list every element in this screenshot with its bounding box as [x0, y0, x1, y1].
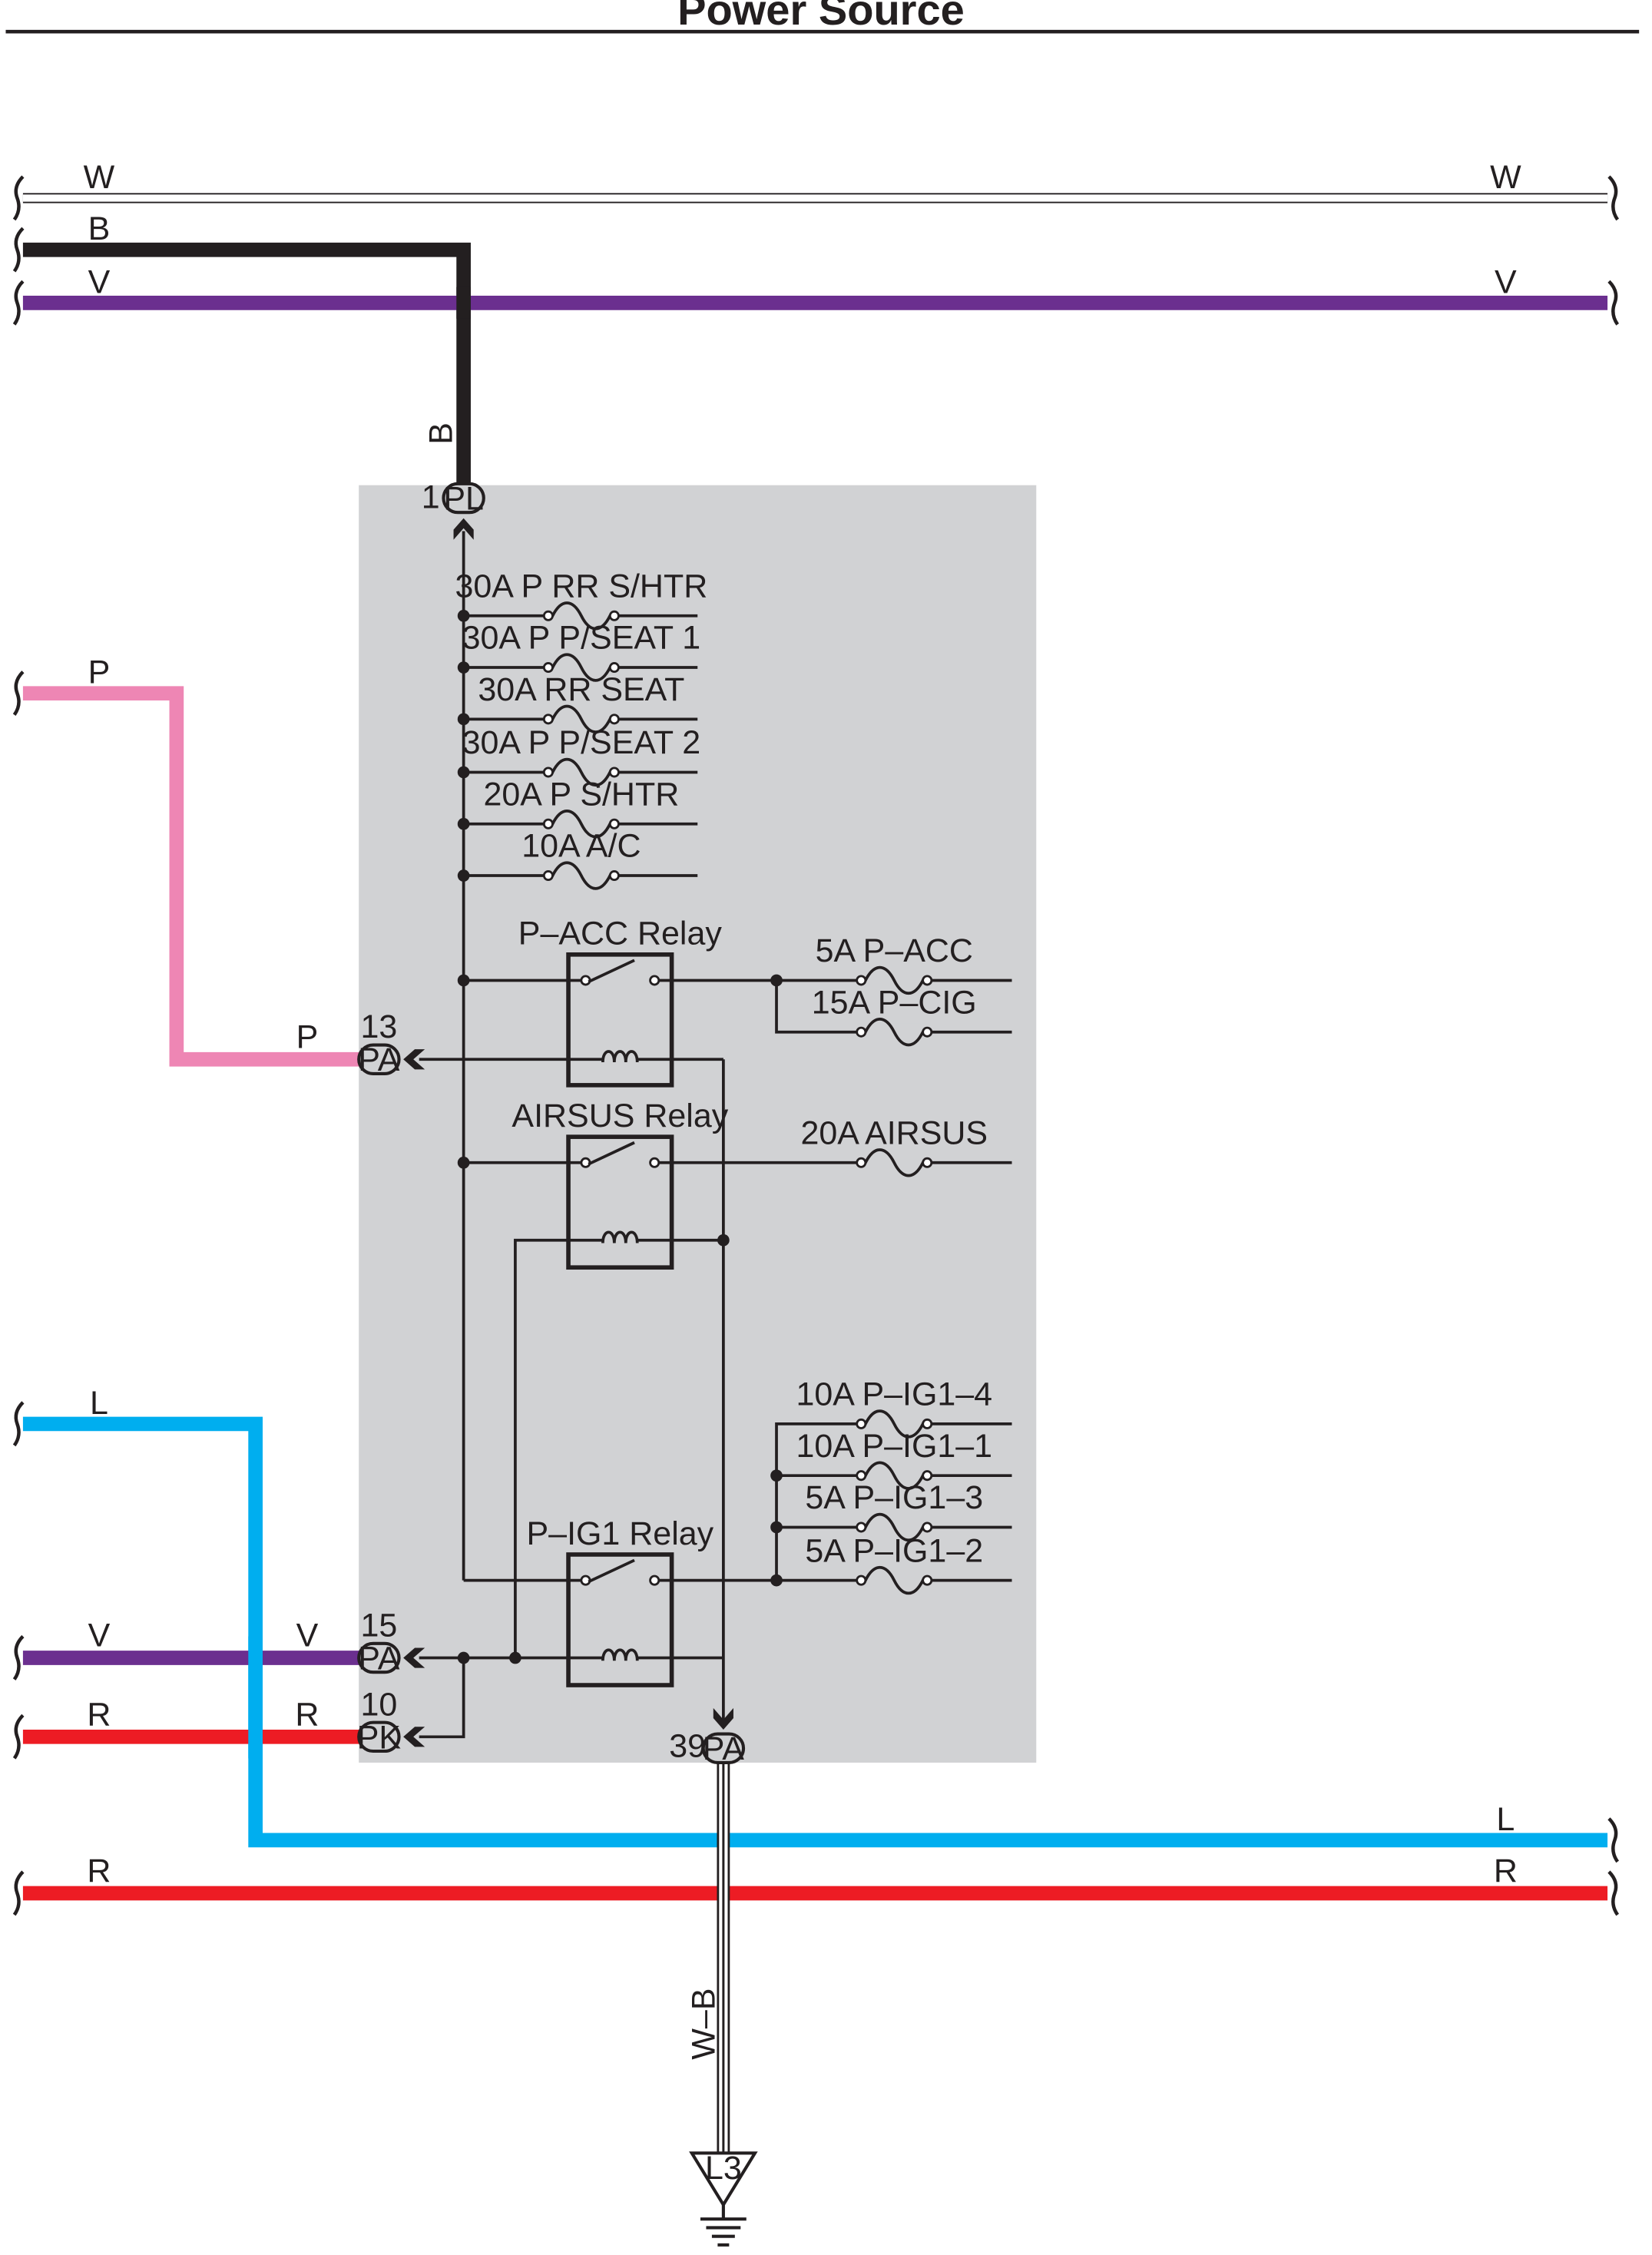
fuse-label: 15A P–CIG: [812, 984, 977, 1021]
fuse-icon: [856, 1512, 933, 1541]
fuse-label: 20A P S/HTR: [483, 776, 679, 813]
relay-label: AIRSUS Relay: [511, 1098, 728, 1134]
fuse-icon: [856, 1148, 933, 1177]
svg-text:PK: PK: [357, 1719, 402, 1756]
wire-label-b-left: B: [88, 210, 111, 247]
wire-label-w-right: W: [1490, 159, 1521, 196]
fuse-label: 10A P–IG1–1: [796, 1428, 992, 1465]
wire-l: [22, 1416, 1608, 1848]
wire-label-v-bottom-pin: V: [296, 1618, 319, 1654]
connector-arrow-icon: [403, 1049, 425, 1070]
svg-text:39: 39: [669, 1727, 706, 1764]
connector-pa13: PA 13: [357, 1008, 401, 1078]
fuse-label: 5A P–IG1–3: [805, 1479, 983, 1516]
svg-text:PL: PL: [443, 480, 484, 517]
fuse-icon: [542, 810, 620, 839]
connector-arrow-icon: [453, 518, 474, 540]
connector-pa15: PA 15: [357, 1607, 401, 1677]
connector-arrow-icon: [403, 1647, 425, 1668]
fuse-label: 30A RR SEAT: [478, 671, 684, 708]
junction-dots: [457, 609, 783, 1664]
fuse-label: 30A P P/SEAT 1: [462, 620, 701, 657]
connector-arrow-icon: [713, 1707, 733, 1730]
fuse-symbols: [542, 601, 933, 1595]
fuse-icon: [856, 1018, 933, 1047]
fuse-label: 10A P–IG1–4: [796, 1376, 992, 1413]
wire-label-r-bottom-left: R: [87, 1853, 111, 1889]
coil-icon: [601, 1230, 639, 1243]
wire-break-marks: [12, 175, 1620, 1916]
connector-arrows: [403, 518, 733, 1747]
fuse-icon: [542, 757, 620, 786]
svg-text:PA: PA: [703, 1730, 744, 1767]
fuse-label: 5A P–IG1–2: [805, 1532, 983, 1569]
connector-pk10: PK 10: [357, 1686, 402, 1756]
fuse-label: 20A AIRSUS: [800, 1114, 988, 1151]
relay-p-ig1: [566, 1552, 674, 1687]
svg-text:1: 1: [422, 479, 440, 516]
wire-label-r-mid-pin: R: [295, 1696, 319, 1733]
fuse-label: 10A A/C: [521, 828, 641, 865]
fuse-icon: [542, 861, 620, 890]
wire-label-v-left: V: [88, 263, 111, 300]
coil-icon: [601, 1050, 639, 1063]
svg-text:13: 13: [360, 1008, 397, 1045]
coil-icon: [601, 1648, 639, 1661]
svg-text:15: 15: [360, 1607, 397, 1644]
fuse-icon: [542, 704, 620, 733]
junction-block: [359, 485, 1037, 1763]
fuse-icon: [856, 1409, 933, 1439]
ground-icon: [700, 2204, 747, 2247]
relay-airsus: [566, 1134, 674, 1270]
wire-label-p-left: P: [88, 654, 111, 691]
ground-label: L3: [705, 2150, 742, 2187]
wire-label-v-bottom-left: V: [88, 1618, 111, 1654]
fuse-label: 30A P RR S/HTR: [455, 568, 707, 604]
wire-b-top: [22, 242, 471, 485]
svg-text:PA: PA: [358, 1041, 399, 1078]
wire-label-w-left: W: [84, 159, 115, 196]
relay-label: P–IG1 Relay: [527, 1515, 714, 1552]
wire-label-l-right: L: [1496, 1801, 1515, 1838]
wire-p: [22, 686, 362, 1067]
fuse-label: 5A P–ACC: [816, 932, 973, 969]
ground-symbol: L3: [689, 2150, 758, 2247]
wire-label-l-left: L: [90, 1385, 108, 1422]
wire-label-v-right: V: [1495, 263, 1517, 300]
wire-label-p-pin: P: [296, 1018, 319, 1055]
fuse-icon: [856, 965, 933, 995]
connector-pl1: PL 1: [422, 479, 485, 517]
svg-text:10: 10: [360, 1686, 397, 1723]
connector-pa39: PA 39: [669, 1727, 746, 1767]
wire-label-ground: W–B: [686, 1988, 723, 2060]
wire-label-r-bottom-right: R: [1494, 1853, 1518, 1889]
relay-label: P–ACC Relay: [518, 916, 723, 952]
svg-text:PA: PA: [358, 1640, 399, 1677]
connector-arrow-icon: [403, 1727, 425, 1747]
fuse-icon: [856, 1461, 933, 1490]
fuse-label: 30A P P/SEAT 2: [462, 724, 701, 761]
page-title: Power Source: [677, 0, 965, 34]
wire-label-r-mid-left: R: [87, 1696, 111, 1733]
relay-p-acc: [566, 952, 674, 1088]
fuse-icon: [542, 601, 620, 631]
fuse-icon: [856, 1566, 933, 1595]
fuse-icon: [542, 653, 620, 682]
wire-label-b-vertical: B: [423, 422, 460, 445]
